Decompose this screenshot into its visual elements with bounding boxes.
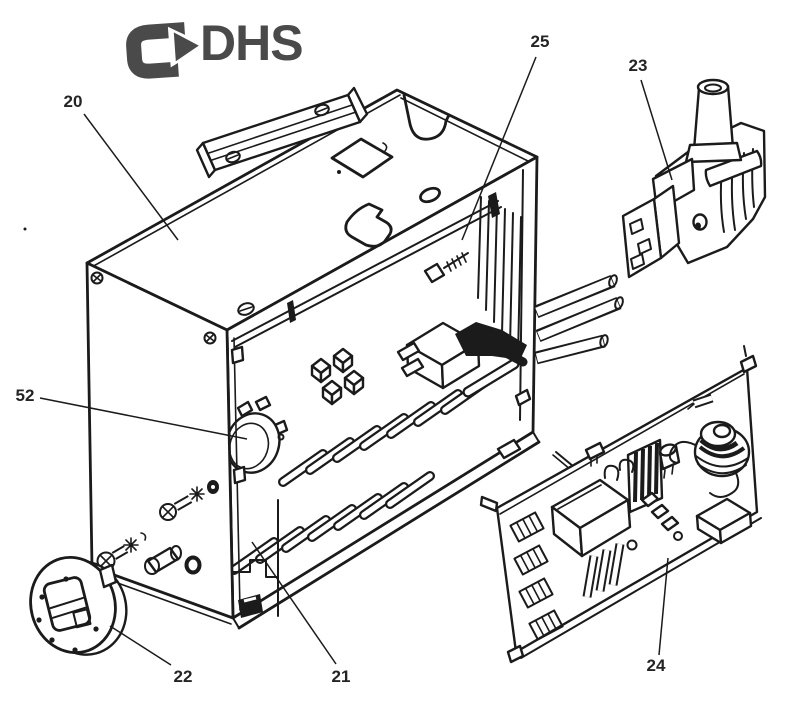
dhs-arrow-icon [126, 22, 208, 79]
part-label-52: 52 [16, 386, 35, 405]
cable-rod [462, 358, 520, 398]
part-labels: 20 21 22 23 24 25 52 [16, 32, 666, 686]
pcb-diode [687, 393, 714, 410]
top-handle-bracket [195, 86, 369, 179]
part-label-22: 22 [174, 667, 193, 686]
terminal-block [310, 347, 365, 406]
dhs-logo-text: DHS [200, 15, 303, 71]
side-wall-vents [477, 169, 524, 421]
cap-tab [98, 563, 118, 589]
front-fasteners [96, 480, 219, 575]
panel-screw-top-right [203, 331, 217, 345]
part-24-circuit-board [479, 345, 762, 664]
interior-top-rail [231, 192, 502, 348]
connector-pins [629, 218, 652, 270]
leader-line-20 [83, 113, 179, 241]
part-label-21: 21 [332, 667, 351, 686]
leader-line-25 [461, 56, 537, 241]
leader-line-22 [109, 625, 172, 666]
pcb-edge-connectors [509, 511, 564, 641]
part-23-power-connector [621, 78, 767, 279]
part-label-25: 25 [531, 32, 550, 51]
part-22-end-cap [29, 555, 128, 656]
leader-line-24 [658, 557, 669, 656]
strain-relief [684, 78, 743, 164]
pcb-relay [550, 478, 632, 558]
pcb-clips [640, 491, 683, 541]
chassis-front-face [85, 261, 235, 620]
part-label-24: 24 [647, 656, 666, 675]
leader-line-52 [39, 397, 248, 440]
part-20-chassis [85, 86, 624, 630]
part-label-20: 20 [64, 92, 83, 111]
print-speck [23, 227, 27, 231]
part-label-23: 23 [629, 56, 648, 75]
leader-lines [39, 56, 673, 666]
leader-line-21 [251, 541, 337, 665]
pcb-fins [582, 543, 625, 598]
pcb-transistor [584, 441, 606, 467]
output-cables [533, 274, 624, 365]
vent-slots-lower [229, 471, 435, 575]
panel-screw-top-left [90, 271, 104, 285]
switch-aperture [42, 576, 92, 632]
dhs-logo: DHS [126, 15, 304, 79]
leader-line-23 [640, 79, 673, 181]
pcb-round-capacitor [668, 420, 751, 498]
top-face-cutouts [237, 93, 451, 316]
pcb-output-block [695, 497, 753, 545]
part-25-screw [423, 252, 469, 284]
part-21-inner-panel [232, 499, 279, 618]
